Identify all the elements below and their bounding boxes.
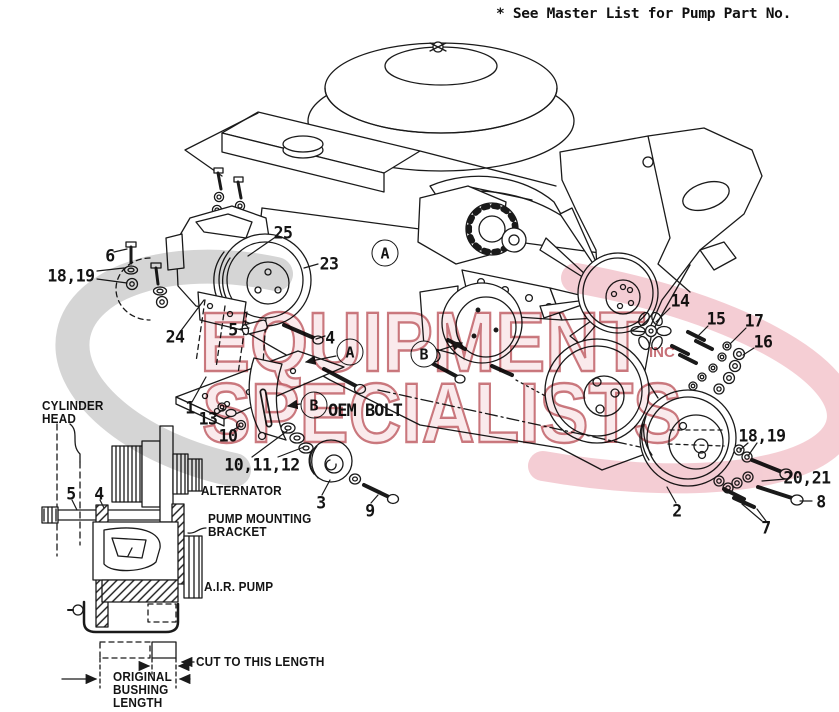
cross-section [41,423,203,689]
idler-spacer [308,439,400,505]
compressor [165,205,312,331]
valve-cover [221,111,421,193]
pulley-2 [639,389,737,487]
engine-alternator [417,175,563,265]
crank-pulley [544,338,650,444]
hardware-left [123,241,169,309]
power-steering-pump [419,282,523,364]
studs-15 [670,330,714,365]
